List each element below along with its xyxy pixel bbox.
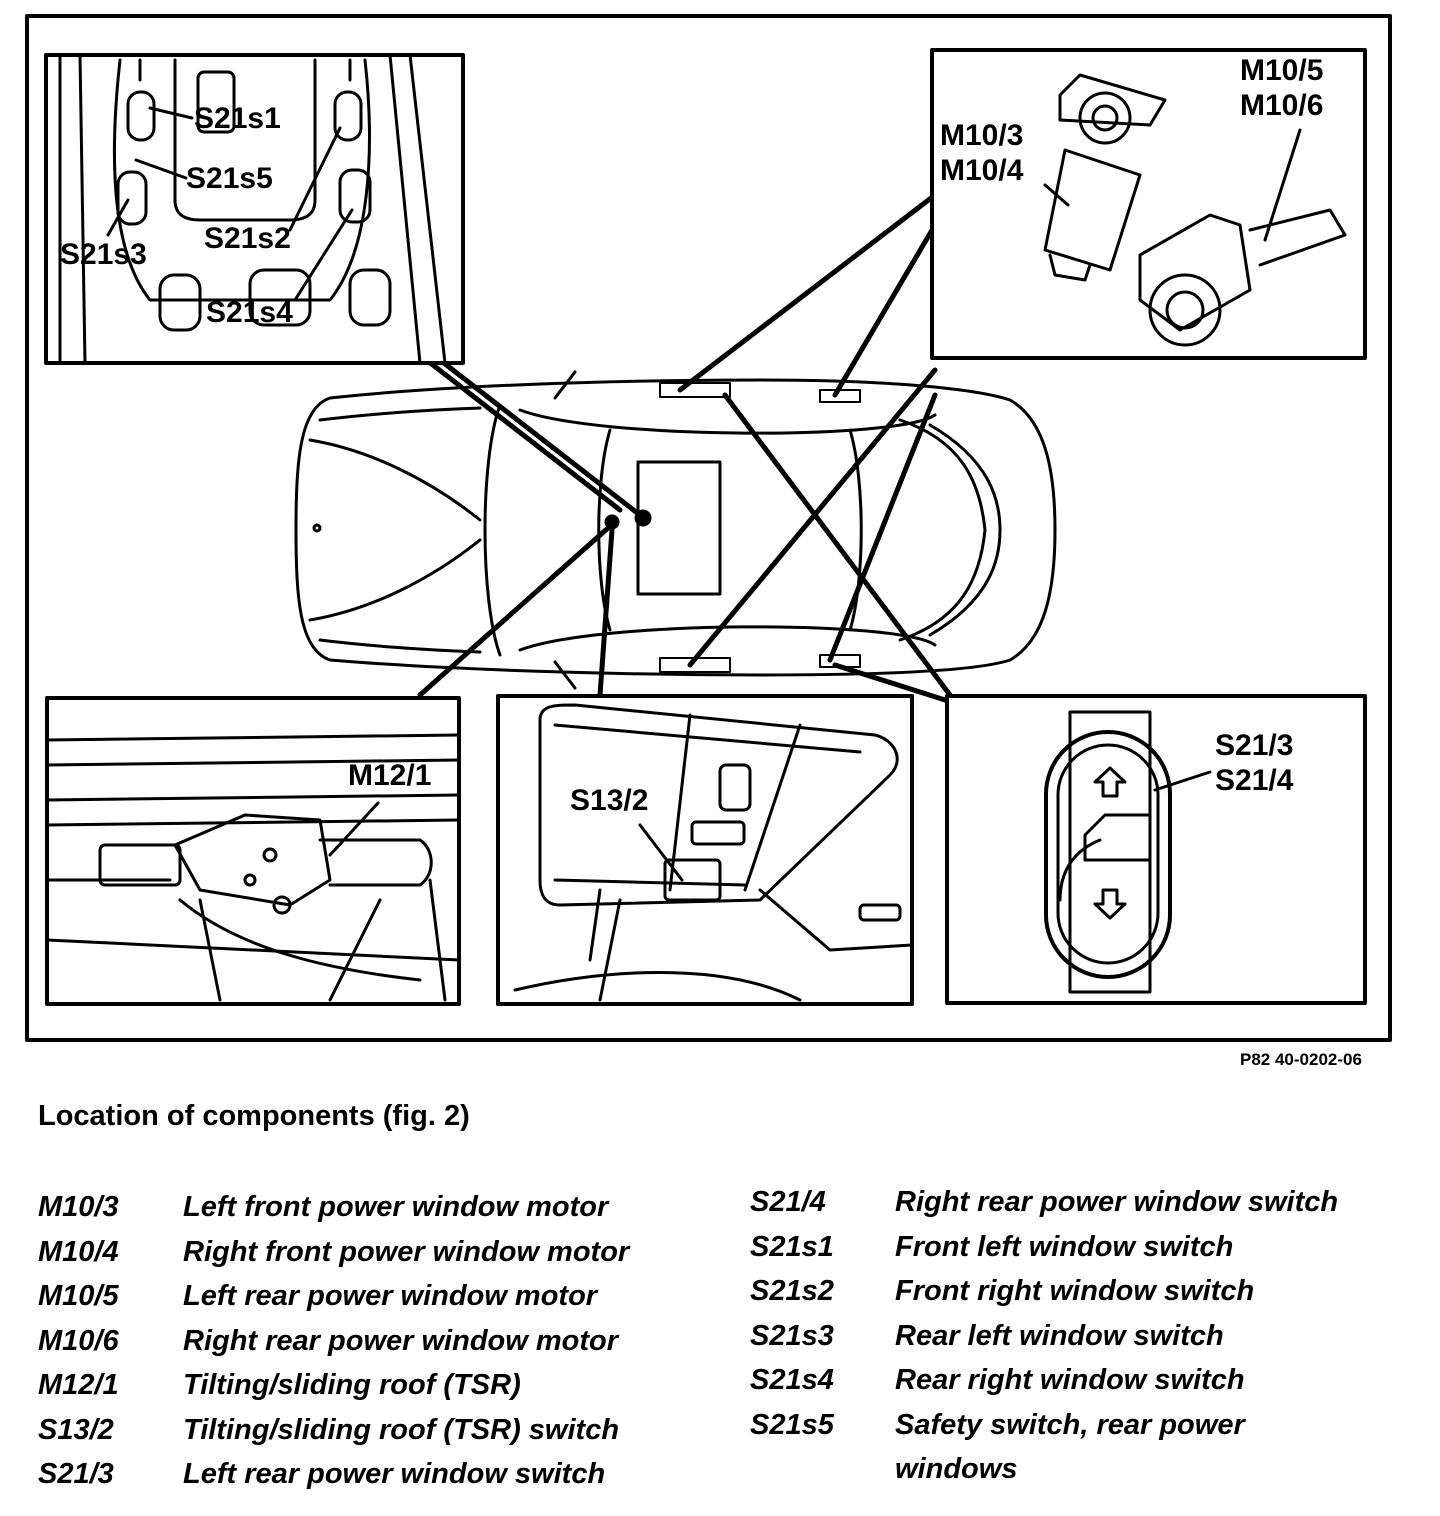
legend-code: S21s1 [750,1230,834,1263]
legend-description: Right rear power window switch [895,1186,1339,1218]
label-m10-6: M10/6 [1240,89,1323,122]
legend-code: S21s4 [750,1364,834,1396]
label-s21s5: S21s5 [186,162,273,195]
legend-description: Rear left window switch [895,1319,1224,1352]
legend-code: S13/2 [38,1413,114,1446]
figure-reference-code: P82 40-0202-06 [1240,1050,1362,1069]
label-m12-1: M12/1 [348,759,431,792]
component-location-diagram: S21s1 S21s5 S21s2 S21s3 S21s4 M10/3 [25,14,1392,1042]
sunroof-panel [636,460,722,596]
label-m10-4: M10/4 [940,154,1024,187]
car-top-view [294,370,1057,690]
legend-code: S21/3 [38,1458,114,1490]
legend-description: Right front power window motor [183,1235,630,1268]
legend-code: M10/6 [38,1324,119,1357]
label-m10-5: M10/5 [1240,54,1323,87]
outer-frame [25,14,1392,1042]
panel-sunroof-motor: M12/1 [45,696,461,1006]
panel-center-console-switches: S21s1 S21s5 S21s2 S21s3 S21s4 [44,53,465,365]
legend-code: M10/4 [38,1235,119,1268]
label-s21s3: S21s3 [60,238,147,271]
legend-code: M10/5 [38,1280,119,1312]
legend-description: Tilting/sliding roof (TSR) [183,1369,521,1401]
legend-code: S21s5 [750,1408,834,1441]
label-s21-4: S21/4 [1215,764,1294,797]
label-s21s1: S21s1 [194,102,281,135]
legend-description: Left rear power window switch [183,1458,606,1490]
panel-overhead-control: S13/2 [496,694,914,1006]
legend-description: Tilting/sliding roof (TSR) switch [183,1413,620,1446]
figure-caption: Location of components (fig. 2) [38,1100,470,1132]
label-s21s4: S21s4 [206,296,293,329]
legend-description: Rear right window switch [895,1364,1245,1396]
legend-description: Left front power window motor [183,1191,609,1223]
legend-code: S21/4 [750,1186,826,1218]
panel-window-motors: M10/3 M10/4 M10/5 M10/6 [930,48,1367,360]
legend-description: Front left window switch [895,1230,1234,1263]
legend-code: M10/3 [38,1191,119,1223]
label-s21s2: S21s2 [204,222,291,255]
legend-code: S21s3 [750,1319,834,1352]
legend-description: Safety switch, rear power windows [895,1408,1245,1486]
label-m10-3: M10/3 [940,119,1023,152]
label-s13-2: S13/2 [570,784,648,817]
legend-code: M12/1 [38,1369,119,1401]
legend-description: Right rear power window motor [183,1324,619,1357]
leader-lines [417,192,953,703]
label-s21-3: S21/3 [1215,729,1293,762]
legend-description: Left rear power window motor [183,1280,598,1312]
legend-description: Front right window switch [895,1275,1255,1307]
legend-code: S21s2 [750,1275,834,1307]
panel-rear-window-switch: S21/3 S21/4 [945,694,1367,1005]
